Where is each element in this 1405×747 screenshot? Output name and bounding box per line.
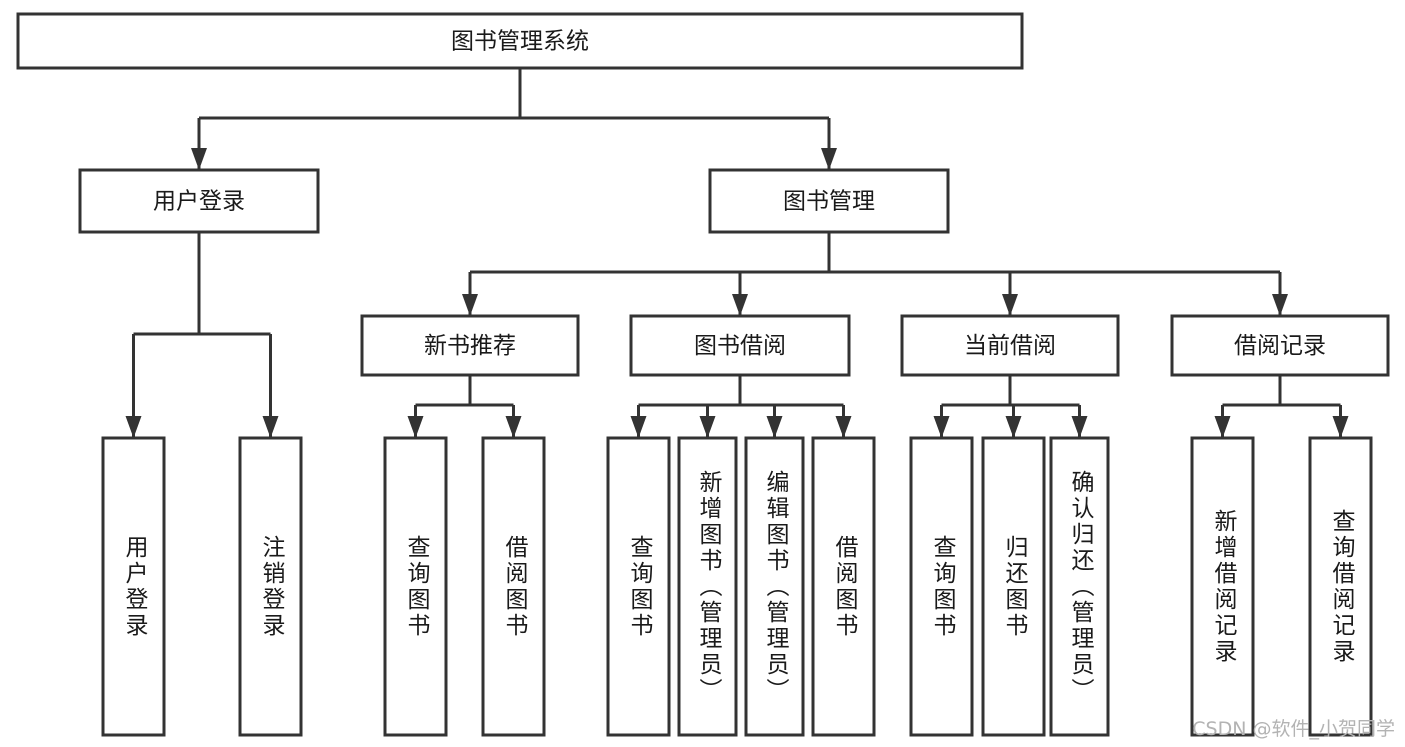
leaf-node-11-box[interactable] xyxy=(1190,436,1255,737)
leaf-node-2-box[interactable] xyxy=(383,436,448,737)
leaf-node-5-box[interactable] xyxy=(677,436,738,737)
leaf-node-0-box[interactable] xyxy=(101,436,166,737)
arrow-head-icon xyxy=(1272,294,1288,316)
level3-node-0-box[interactable] xyxy=(360,314,580,377)
leaf-node-7[interactable] xyxy=(811,436,876,737)
level2-node-0[interactable]: 用户登录 xyxy=(78,168,320,234)
leaf-node-1-box[interactable] xyxy=(238,436,303,737)
leaf-node-12-box[interactable] xyxy=(1308,436,1373,737)
arrow-head-icon xyxy=(835,416,852,438)
level3-node-1-label: 图书借阅 xyxy=(694,333,786,359)
root-node-label: 图书管理系统 xyxy=(451,29,589,55)
arrow-head-icon xyxy=(462,294,478,316)
leaf-node-0[interactable] xyxy=(101,436,166,737)
leaf-node-8[interactable] xyxy=(909,436,974,737)
connectors-layer xyxy=(125,68,1349,438)
arrow-head-icon xyxy=(699,416,716,438)
level2-node-1-label: 图书管理 xyxy=(783,189,875,215)
arrow-head-icon xyxy=(1332,416,1349,438)
arrow-head-icon xyxy=(1002,294,1018,316)
arrow-head-icon xyxy=(1071,416,1088,438)
level3-node-1-box[interactable] xyxy=(629,314,851,377)
root-node[interactable]: 图书管理系统 xyxy=(16,12,1024,70)
leaf-node-4-box[interactable] xyxy=(606,436,671,737)
leaf-node-10[interactable] xyxy=(1049,436,1110,737)
arrow-head-icon xyxy=(766,416,783,438)
level3-node-3-box[interactable] xyxy=(1170,314,1390,377)
arrow-head-icon xyxy=(933,416,950,438)
leaf-node-10-box[interactable] xyxy=(1049,436,1110,737)
arrow-head-icon xyxy=(262,416,279,438)
arrow-head-icon xyxy=(630,416,647,438)
leaf-node-3-box[interactable] xyxy=(481,436,546,737)
leaf-node-6[interactable] xyxy=(744,436,805,737)
level3-node-2-label: 当前借阅 xyxy=(964,333,1056,359)
level3-node-0[interactable]: 新书推荐 xyxy=(360,314,580,377)
leaf-node-7-box[interactable] xyxy=(811,436,876,737)
level3-node-1[interactable]: 图书借阅 xyxy=(629,314,851,377)
leaf-node-2[interactable] xyxy=(383,436,448,737)
leaf-node-4[interactable] xyxy=(606,436,671,737)
leaf-node-9[interactable] xyxy=(981,436,1046,737)
arrow-head-icon xyxy=(125,416,142,438)
level3-node-2[interactable]: 当前借阅 xyxy=(900,314,1120,377)
watermark-text: CSDN @软件_小贺同学 xyxy=(1192,718,1395,740)
arrow-head-icon xyxy=(1005,416,1022,438)
level3-node-3[interactable]: 借阅记录 xyxy=(1170,314,1390,377)
leaf-node-12[interactable] xyxy=(1308,436,1373,737)
leaf-node-6-box[interactable] xyxy=(744,436,805,737)
arrow-head-icon xyxy=(1214,416,1231,438)
leaf-node-5[interactable] xyxy=(677,436,738,737)
arrow-head-icon xyxy=(505,416,522,438)
level2-node-1[interactable]: 图书管理 xyxy=(708,168,950,234)
leaf-node-8-box[interactable] xyxy=(909,436,974,737)
leaf-node-3[interactable] xyxy=(481,436,546,737)
level3-node-3-label: 借阅记录 xyxy=(1234,333,1326,359)
arrow-head-icon xyxy=(732,294,748,316)
root-node-box[interactable] xyxy=(16,12,1024,70)
arrow-head-icon xyxy=(821,148,837,170)
level3-node-0-label: 新书推荐 xyxy=(424,333,516,359)
leaf-node-1[interactable] xyxy=(238,436,303,737)
level3-node-2-box[interactable] xyxy=(900,314,1120,377)
arrow-head-icon xyxy=(407,416,424,438)
leaf-node-11[interactable] xyxy=(1190,436,1255,737)
level2-node-1-box[interactable] xyxy=(708,168,950,234)
arrow-head-icon xyxy=(191,148,207,170)
level2-node-0-label: 用户登录 xyxy=(153,189,245,215)
leaf-node-9-box[interactable] xyxy=(981,436,1046,737)
level2-node-0-box[interactable] xyxy=(78,168,320,234)
